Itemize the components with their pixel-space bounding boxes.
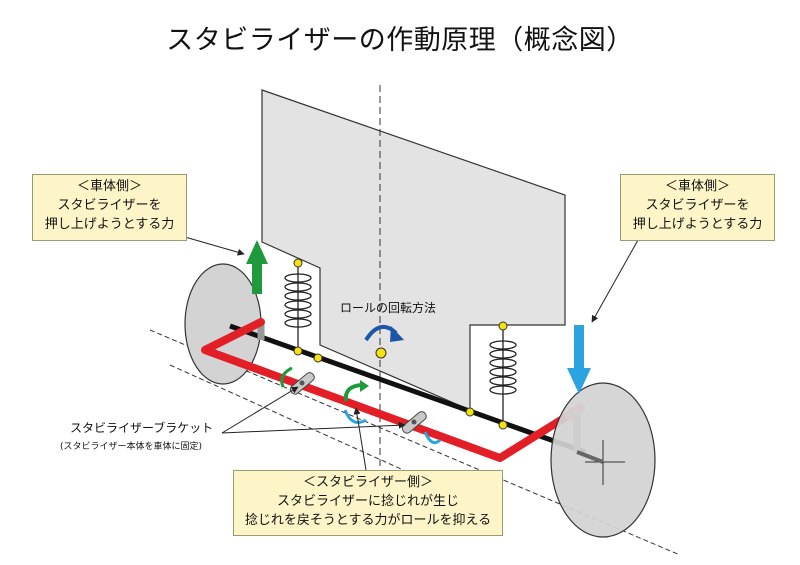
- page-title: スタビライザーの作動原理（概念図）: [166, 25, 634, 56]
- bottom-callout-text-1: スタビライザーに捻じれが生じ: [276, 494, 459, 509]
- twist-arrow-blue-2-icon: [423, 431, 442, 445]
- leader-bottom-box: [353, 407, 367, 471]
- car-body: [261, 89, 566, 411]
- twist-arrow-green-2-head-icon: [360, 380, 369, 392]
- green-up-arrow-icon: [246, 240, 268, 294]
- right-callout-text-2: 押し上げようとする力: [632, 217, 763, 232]
- bracket-sublabel: (スタビライザー本体を車体に固定): [60, 442, 203, 452]
- right-spring: [489, 330, 517, 425]
- leader-bracket-1: [221, 386, 299, 434]
- stabilizer-bar: [201, 318, 581, 462]
- right-callout-text-1: スタビライザーを: [645, 198, 750, 213]
- leader-left-box: [184, 236, 245, 256]
- left-callout-text-2: 押し上げようとする力: [44, 217, 175, 232]
- left-spring-top-bolt: [293, 258, 303, 268]
- twist-arrow-blue-1-icon: [343, 409, 367, 424]
- leader-bracket-2: [221, 421, 406, 434]
- leader-right-box: [591, 239, 639, 323]
- arm-bolts: [293, 346, 508, 430]
- bottom-callout-heading: ＜スタビライザー側＞: [302, 475, 433, 490]
- roll-direction-label: ロールの回転方法: [340, 301, 437, 315]
- right-axle: [576, 450, 604, 464]
- blue-down-arrow-icon: [567, 325, 591, 394]
- left-callout-text-1: スタビライザーを: [57, 198, 162, 213]
- left-spring: [284, 265, 312, 350]
- left-callout-box: ＜車体側＞ スタビライザーを 押し上げようとする力: [32, 174, 187, 241]
- right-spring-top-bolt: [498, 321, 508, 331]
- bracket-right: [401, 411, 427, 434]
- roll-center-marker: [375, 347, 387, 359]
- right-callout-box: ＜車体側＞ スタビライザーを 押し上げようとする力: [620, 174, 775, 241]
- bracket-label: スタビライザーブラケット: [70, 421, 214, 435]
- twist-arrow-green-1-icon: [280, 366, 293, 388]
- twist-arrow-green-2-icon: [343, 383, 363, 402]
- roll-rotation-arrowhead-icon: [390, 326, 404, 342]
- right-callout-heading: ＜車体側＞: [664, 179, 730, 194]
- left-callout-heading: ＜車体側＞: [76, 179, 142, 194]
- bottom-callout-text-2: 捻じれを戻そうとする力がロールを抑える: [244, 513, 492, 528]
- suspension-arm: [229, 323, 586, 455]
- bottom-callout-box: ＜スタビライザー側＞ スタビライザーに捻じれが生じ 捻じれを戻そうとする力がロー…: [233, 470, 503, 536]
